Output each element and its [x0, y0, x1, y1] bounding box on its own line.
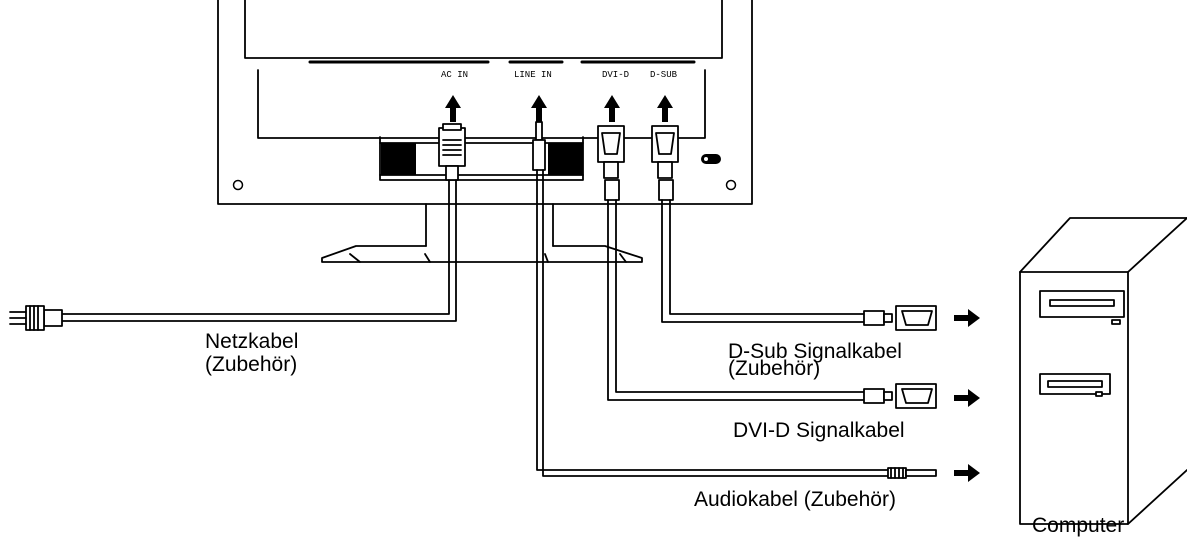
label-power-cable: Netzkabel — [205, 330, 299, 353]
audio-cable — [532, 121, 937, 479]
monitor-rear — [217, 0, 753, 205]
label-dsub-cable-note: (Zubehör) — [728, 357, 821, 380]
label-audio-cable: Audiokabel (Zubehör) — [694, 488, 896, 511]
insert-arrows — [445, 95, 673, 122]
label-computer: Computer — [1032, 514, 1125, 537]
label-power-cable-note: (Zubehör) — [205, 353, 298, 376]
port-label-dvi-d: DVI-D — [602, 70, 629, 80]
computer-tower — [1019, 217, 1187, 525]
arrow-right-audio — [954, 464, 980, 482]
port-label-ac-in: AC IN — [441, 70, 468, 80]
arrow-right-dvi — [954, 389, 980, 407]
dsub-cable — [651, 125, 937, 331]
to-computer-arrows — [954, 309, 980, 482]
port-label-d-sub: D-SUB — [650, 70, 678, 80]
arrow-up-linein — [531, 95, 547, 122]
power-cable — [9, 123, 466, 331]
label-dsub-cable: D-Sub Signalkabel — [728, 340, 902, 363]
arrow-up-dsub — [657, 95, 673, 122]
monitor-stand — [321, 203, 643, 263]
arrow-right-dsub — [954, 309, 980, 327]
arrow-up-dvi — [604, 95, 620, 122]
port-label-line-in: LINE IN — [514, 70, 552, 80]
dvi-cable — [597, 125, 937, 409]
label-dvi-cable: DVI-D Signalkabel — [733, 419, 905, 442]
arrow-up-ac — [445, 95, 461, 122]
